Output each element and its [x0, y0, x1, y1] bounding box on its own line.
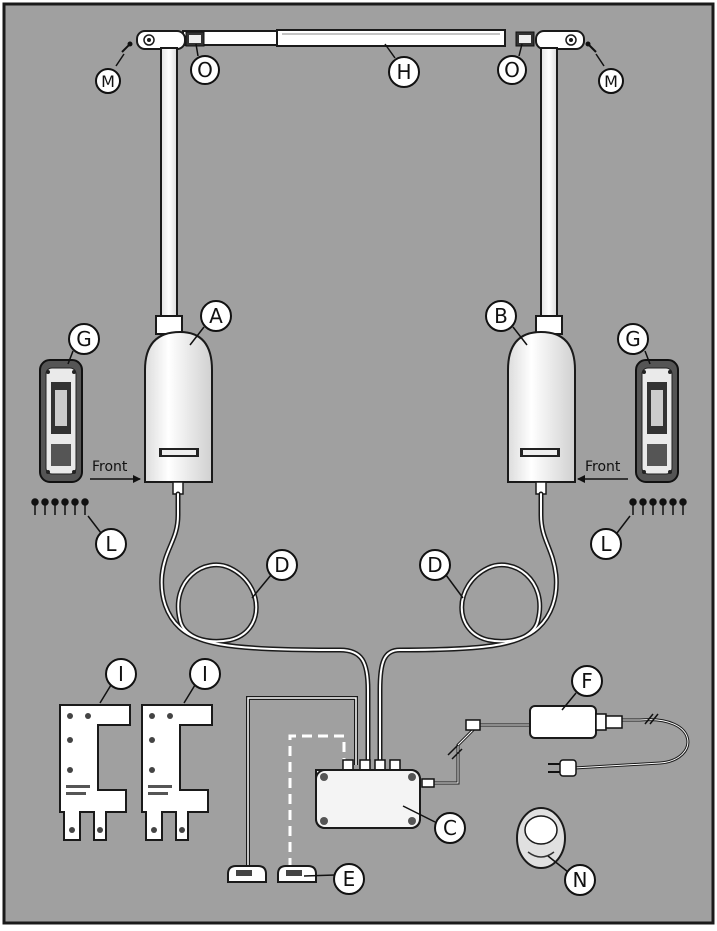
handset-e-right: [277, 865, 317, 883]
callout-label-d-right: D: [427, 553, 442, 577]
callout-label-a: A: [209, 304, 223, 328]
callout-leaders: [67, 43, 651, 877]
motor-housing-b: [507, 330, 576, 495]
callout-label-m-left: M: [101, 72, 115, 91]
ferrite-core: [465, 719, 481, 731]
callout-h: H: [388, 56, 420, 88]
end-clip-right: [515, 31, 535, 47]
wall-plug: [548, 759, 577, 777]
callout-d-right: D: [419, 549, 451, 581]
handset-cable-dashed: [288, 734, 346, 868]
left-lift-column: [136, 30, 186, 335]
callout-label-o-right: O: [504, 58, 520, 82]
callout-c: C: [434, 812, 466, 844]
callout-i-right: I: [189, 658, 221, 690]
callout-e: E: [333, 863, 365, 895]
callout-label-g-right: G: [625, 327, 641, 351]
motor-cables-d-inner: [160, 493, 558, 766]
front-label-left: Front: [92, 459, 128, 475]
callout-label-e: E: [343, 867, 356, 891]
hand-controller-left: [39, 359, 83, 483]
callout-label-i-left: I: [118, 662, 124, 686]
callout-label-n: N: [573, 868, 588, 892]
small-screw-left: [121, 41, 133, 53]
callout-a: A: [200, 300, 232, 332]
callout-b: B: [485, 300, 517, 332]
callout-label-i-right: I: [202, 662, 208, 686]
callout-label-f: F: [581, 669, 593, 693]
callout-label-g-left: G: [76, 327, 92, 351]
right-lift-column: [535, 30, 585, 335]
callout-d-left: D: [266, 549, 298, 581]
control-box-c: [315, 759, 421, 829]
cord-break-marks: [447, 713, 659, 760]
callout-label-h: H: [396, 60, 411, 84]
small-screw-right: [585, 41, 597, 53]
screws-left: [31, 498, 89, 515]
handset-e-left: [227, 865, 267, 883]
callout-m-right: M: [598, 68, 624, 94]
callout-g-right: G: [617, 323, 649, 355]
callout-label-c: C: [443, 816, 457, 840]
callout-o-left: O: [190, 55, 220, 85]
callout-label-m-right: M: [604, 72, 618, 91]
callout-label-l-right: L: [600, 532, 612, 556]
collision-sensor-n: [516, 807, 566, 869]
front-arrow-right: Front: [577, 459, 628, 483]
callout-g-left: G: [68, 323, 100, 355]
callout-label-d-left: D: [274, 553, 289, 577]
mounting-bracket-right: [141, 704, 213, 841]
callout-label-l-left: L: [105, 532, 117, 556]
callout-m-left: M: [95, 68, 121, 94]
crossbar-h: [182, 29, 506, 47]
dc-plug: [421, 778, 435, 788]
hand-controller-right: [635, 359, 679, 483]
front-arrow-left: Front: [90, 459, 141, 483]
callout-l-right: L: [590, 528, 622, 560]
callout-o-right: O: [497, 55, 527, 85]
handset-cable-solid-inner: [247, 697, 357, 868]
callout-label-b: B: [494, 304, 508, 328]
front-label-right: Front: [585, 459, 621, 475]
callout-i-left: I: [105, 658, 137, 690]
mounting-bracket-left: [59, 704, 131, 841]
callout-f: F: [571, 665, 603, 697]
power-adapter-f: [529, 705, 623, 739]
end-clip-left: [185, 31, 205, 47]
motor-housing-a: [144, 330, 213, 495]
callout-l-left: L: [95, 528, 127, 560]
callout-label-o-left: O: [197, 58, 213, 82]
callout-n: N: [564, 864, 596, 896]
screws-right: [629, 498, 687, 515]
